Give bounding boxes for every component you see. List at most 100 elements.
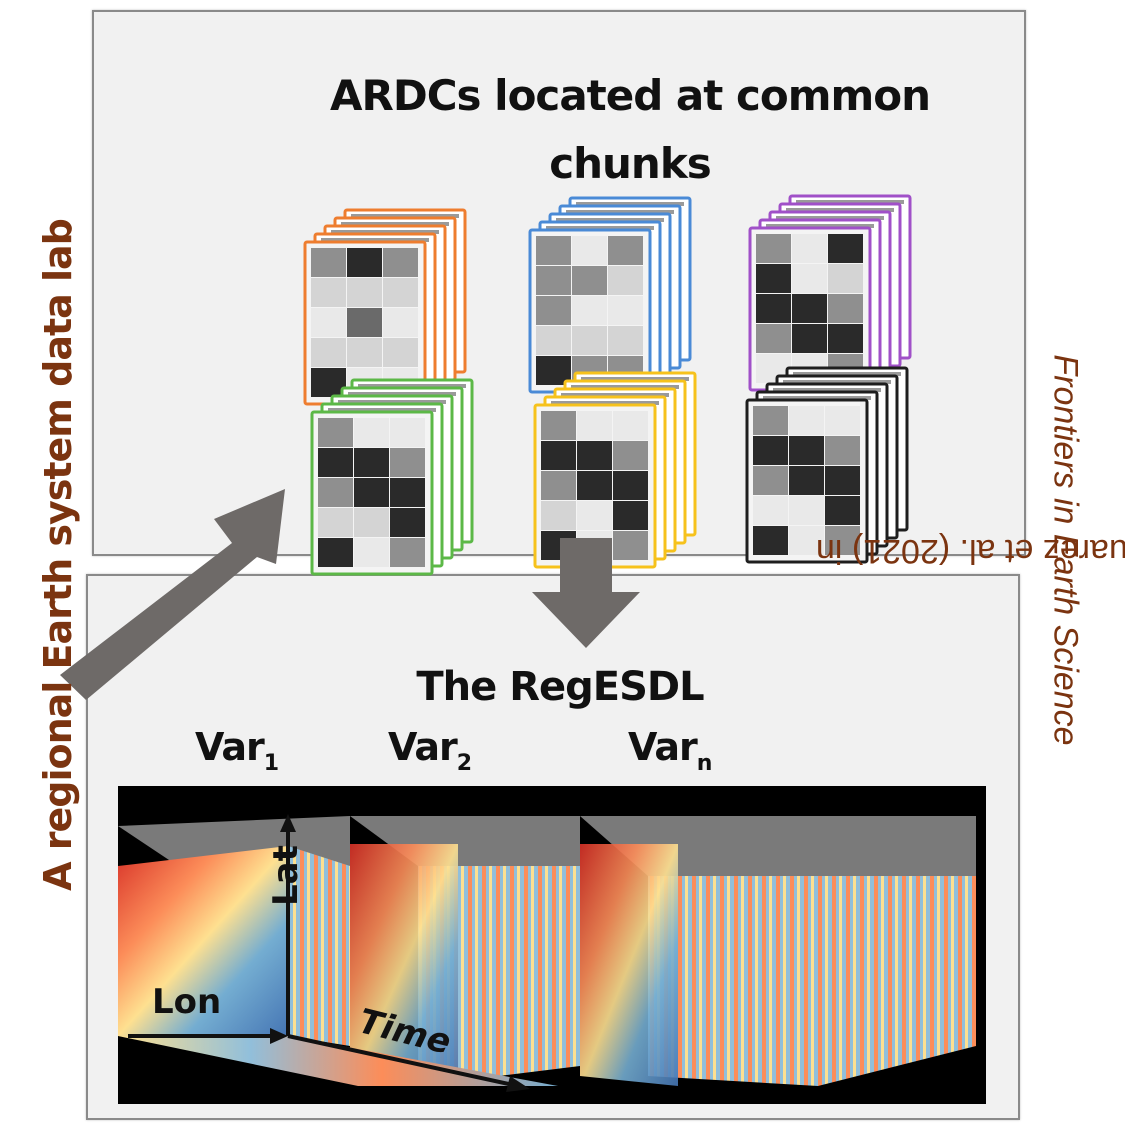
cube-var1-bottom xyxy=(118,1036,558,1086)
chunk-layer-strip xyxy=(551,401,659,405)
chunk-cell xyxy=(789,406,824,435)
chunk-layer-strip xyxy=(766,224,874,228)
chunk-cell xyxy=(613,411,648,440)
chunk-cell xyxy=(311,338,346,367)
chunk-cell xyxy=(753,406,788,435)
chunk-cell xyxy=(541,471,576,500)
chunk-cell xyxy=(828,324,863,353)
chunk-cell xyxy=(608,266,643,295)
chunk-cell xyxy=(753,466,788,495)
chunk-cell xyxy=(825,436,860,465)
chunk-layer-strip xyxy=(566,210,674,214)
lon-axis-arrowhead xyxy=(270,1028,288,1044)
chunk-layer-strip xyxy=(796,200,904,204)
chunk-cell xyxy=(347,278,382,307)
chunk-cell xyxy=(572,296,607,325)
cube-varn-top xyxy=(580,816,976,876)
chunk-cell xyxy=(390,538,425,567)
variable-label-1: Var1 xyxy=(195,725,279,776)
chunk-layer-strip xyxy=(351,214,459,218)
chunk-cell xyxy=(756,234,791,263)
cube-varn-side xyxy=(648,876,976,1086)
ardc-panel-title: ARDCs located at common chunks xyxy=(330,71,931,188)
chunk-cell xyxy=(828,234,863,263)
chunk-cell xyxy=(536,326,571,355)
diagonal-arrow-shape xyxy=(60,489,285,700)
chunk-layer-strip xyxy=(556,218,664,222)
regesdl-title: The RegESDL xyxy=(416,664,704,710)
chunk-cell xyxy=(825,466,860,495)
variable-label-2: Var2 xyxy=(388,725,472,776)
datacube-render xyxy=(118,814,976,1092)
chunk-cell xyxy=(541,441,576,470)
chunk-cell xyxy=(354,448,389,477)
chunk-cell xyxy=(789,496,824,525)
chunk-cell xyxy=(311,308,346,337)
citation-label: Estupinan-Suarez et al. (2021) in Fronti… xyxy=(816,20,1125,1080)
chunk-cell xyxy=(572,326,607,355)
chunk-layer-strip xyxy=(576,202,684,206)
chunk-cell xyxy=(383,338,418,367)
citation-authors: Estupinan-Suarez et al. (2021) in xyxy=(816,531,1125,570)
chunk-cell xyxy=(536,296,571,325)
chunk-cell xyxy=(572,266,607,295)
chunk-stack-purple xyxy=(748,194,912,392)
chunk-cell xyxy=(753,436,788,465)
chunk-cell xyxy=(541,411,576,440)
chunk-cell xyxy=(792,234,827,263)
chunk-cell xyxy=(825,406,860,435)
chunk-layer-strip xyxy=(783,380,891,384)
chunk-layer-strip xyxy=(328,408,436,412)
chunk-cell xyxy=(825,526,860,555)
chunk-cell xyxy=(789,466,824,495)
lon-axis-label: Lon xyxy=(152,982,222,1022)
chunk-layer-strip xyxy=(358,384,466,388)
chunk-cell xyxy=(613,501,648,530)
down-arrow-shape xyxy=(532,538,640,648)
chunk-layer-strip xyxy=(763,396,871,400)
chunk-cell xyxy=(541,501,576,530)
chunk-cell xyxy=(354,508,389,537)
variable-label-n: Varn xyxy=(628,725,712,776)
chunk-cell xyxy=(390,418,425,447)
chunk-cell xyxy=(311,278,346,307)
chunk-cell xyxy=(753,496,788,525)
chunk-cell xyxy=(383,278,418,307)
chunk-cell xyxy=(828,264,863,293)
chunk-stack-blue xyxy=(528,196,692,394)
chunk-layer-strip xyxy=(773,388,881,392)
chunk-cell xyxy=(825,496,860,525)
chunk-cell xyxy=(789,526,824,555)
cube-var2-front xyxy=(350,844,458,1086)
chunk-layer-strip xyxy=(571,385,679,389)
chunk-cell xyxy=(577,411,612,440)
chunk-cell xyxy=(753,526,788,555)
chunk-cell xyxy=(792,264,827,293)
chunk-layer-strip xyxy=(321,238,429,242)
chunk-layer-strip xyxy=(338,400,446,404)
chunk-layer-strip xyxy=(581,377,689,381)
chunk-cell xyxy=(354,538,389,567)
chunk-cell xyxy=(613,441,648,470)
chunk-cell xyxy=(608,236,643,265)
chunk-layer-strip xyxy=(348,392,456,396)
chunk-cell xyxy=(318,508,353,537)
chunk-cell xyxy=(577,471,612,500)
chunk-cell xyxy=(347,338,382,367)
chunk-cell xyxy=(383,248,418,277)
chunk-cell xyxy=(536,236,571,265)
chunk-cell xyxy=(792,324,827,353)
chunk-cell xyxy=(347,308,382,337)
cube-var1-front xyxy=(118,846,288,1036)
cube-var1-side xyxy=(288,846,350,1046)
chunk-cell xyxy=(390,448,425,477)
chunk-layer-strip xyxy=(561,393,669,397)
chunk-layer-strip xyxy=(776,216,884,220)
chunk-cell xyxy=(577,441,612,470)
chunk-cell xyxy=(608,296,643,325)
chunk-stack-green xyxy=(310,378,474,576)
chunk-cell xyxy=(756,294,791,323)
